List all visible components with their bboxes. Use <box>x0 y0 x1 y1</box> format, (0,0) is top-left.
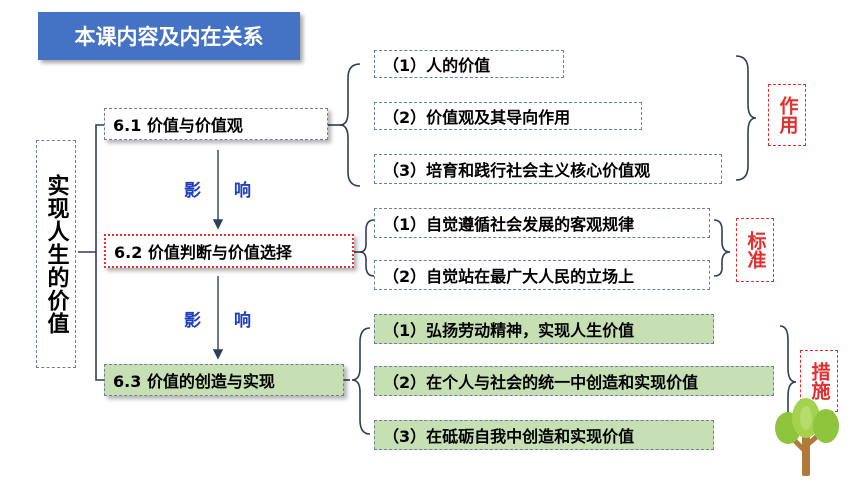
root-bracket <box>95 124 104 381</box>
item-6-3-3: （3）在砥砺自我中创造和实现价值 <box>374 420 714 450</box>
section-node-6-2: 6.2 价值判断与价值选择 <box>104 234 354 268</box>
tag-standard: 标准 <box>736 218 774 282</box>
arrow-head-2 <box>212 349 224 360</box>
item-6-1-2: （2）价值观及其导向作用 <box>374 102 642 130</box>
influence-label-right-2: 响 <box>234 311 251 331</box>
arrow-head-1 <box>212 219 224 230</box>
item-6-3-1: （1）弘扬劳动精神，实现人生价值 <box>374 314 714 344</box>
page-title: 本课内容及内在关系 <box>38 12 300 60</box>
tag-effect: 作用 <box>768 84 806 146</box>
tree-icon <box>775 398 839 476</box>
root-node: 实现人生的价值 <box>36 140 76 368</box>
item-6-2-1: （1）自觉遵循社会发展的客观规律 <box>374 208 710 238</box>
section-node-6-3: 6.3 价值的创造与实现 <box>104 364 344 396</box>
tag-bracket-2 <box>713 219 731 277</box>
item-6-2-2: （2）自觉站在最广大人民的立场上 <box>374 260 710 290</box>
influence-label-left-2: 影 <box>184 311 201 331</box>
section-node-6-1: 6.1 价值与价值观 <box>104 108 328 140</box>
tag-bracket-1 <box>735 55 757 181</box>
item-6-3-2: （2）在个人与社会的统一中创造和实现价值 <box>374 366 774 396</box>
item-6-1-3: （3）培育和践行社会主义核心价值观 <box>374 154 722 184</box>
bracket-6-3 <box>351 327 371 435</box>
item-6-1-1: （1）人的价值 <box>374 50 564 78</box>
bracket-6-2 <box>359 219 375 277</box>
bracket-6-1 <box>339 63 361 187</box>
influence-label-left-1: 影 <box>184 181 201 201</box>
influence-label-right-1: 响 <box>234 181 251 201</box>
